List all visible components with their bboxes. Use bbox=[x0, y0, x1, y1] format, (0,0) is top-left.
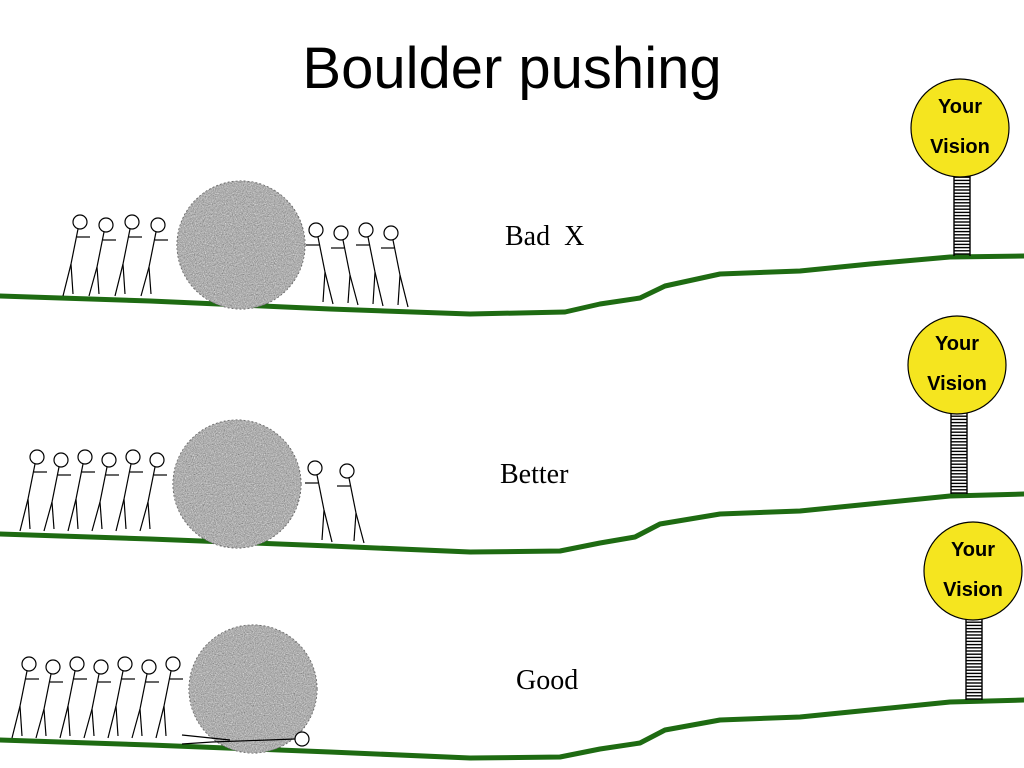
scenario-good: Good Your Vision bbox=[0, 521, 1024, 761]
scenario-label: Bad X bbox=[505, 221, 584, 252]
pusher-figure bbox=[88, 217, 116, 297]
blockers-group bbox=[305, 460, 365, 544]
vision-sign: Your Vision bbox=[923, 521, 1023, 700]
pusher-figure bbox=[131, 659, 159, 739]
sign-line1: Your bbox=[951, 539, 995, 561]
sign-pole bbox=[965, 618, 983, 700]
blocker-figure bbox=[306, 222, 334, 305]
pusher-figure bbox=[59, 656, 87, 739]
sign-pole bbox=[953, 173, 971, 256]
pusher-figure bbox=[11, 656, 39, 739]
pusher-figure bbox=[62, 214, 90, 297]
pusher-figure bbox=[67, 449, 95, 532]
sign-line2: Vision bbox=[943, 579, 1003, 601]
pusher-figure bbox=[43, 452, 71, 532]
boulder bbox=[176, 180, 306, 310]
scenario-label: Good bbox=[516, 665, 578, 696]
pusher-figure bbox=[140, 217, 168, 297]
scenario-bad: Bad X Your Vision bbox=[0, 78, 1024, 317]
pushers-group bbox=[62, 214, 168, 297]
ground-hill-line bbox=[0, 491, 1024, 555]
sign-line1: Your bbox=[938, 96, 982, 118]
blocker-figure bbox=[356, 222, 384, 307]
fallen-blocker-figure bbox=[181, 731, 310, 747]
boulder bbox=[172, 419, 302, 549]
scenario-label: Better bbox=[500, 459, 569, 490]
blocker-figure bbox=[337, 463, 365, 544]
sign-circle bbox=[907, 315, 1007, 415]
pusher-figure bbox=[155, 656, 183, 739]
pushers-group bbox=[19, 449, 167, 532]
vision-sign: Your Vision bbox=[907, 315, 1007, 494]
blocker-figure bbox=[381, 225, 409, 308]
boulder bbox=[188, 624, 318, 754]
sign-circle bbox=[923, 521, 1023, 621]
sign-line2: Vision bbox=[930, 136, 990, 158]
vision-sign: Your Vision bbox=[910, 78, 1010, 256]
sign-pole bbox=[950, 412, 968, 494]
sign-circle bbox=[910, 78, 1010, 178]
pusher-figure bbox=[139, 452, 167, 532]
fallen-person bbox=[181, 731, 310, 747]
pusher-figure bbox=[83, 659, 111, 739]
sign-line2: Vision bbox=[927, 373, 987, 395]
blocker-figure bbox=[331, 225, 359, 306]
pusher-figure bbox=[107, 656, 135, 739]
sign-line1: Your bbox=[935, 333, 979, 355]
ground-hill-line bbox=[0, 697, 1024, 761]
pusher-figure bbox=[91, 452, 119, 532]
pusher-figure bbox=[114, 214, 142, 297]
page-title: Boulder pushing bbox=[302, 36, 721, 101]
pusher-figure bbox=[19, 449, 47, 532]
blocker-figure bbox=[305, 460, 333, 543]
blockers-group bbox=[306, 222, 409, 308]
pushers-group bbox=[11, 656, 183, 739]
pusher-figure bbox=[115, 449, 143, 532]
pusher-figure bbox=[35, 659, 63, 739]
scenario-better: Better Your Vision bbox=[0, 315, 1024, 555]
ground-hill-line bbox=[0, 253, 1024, 317]
